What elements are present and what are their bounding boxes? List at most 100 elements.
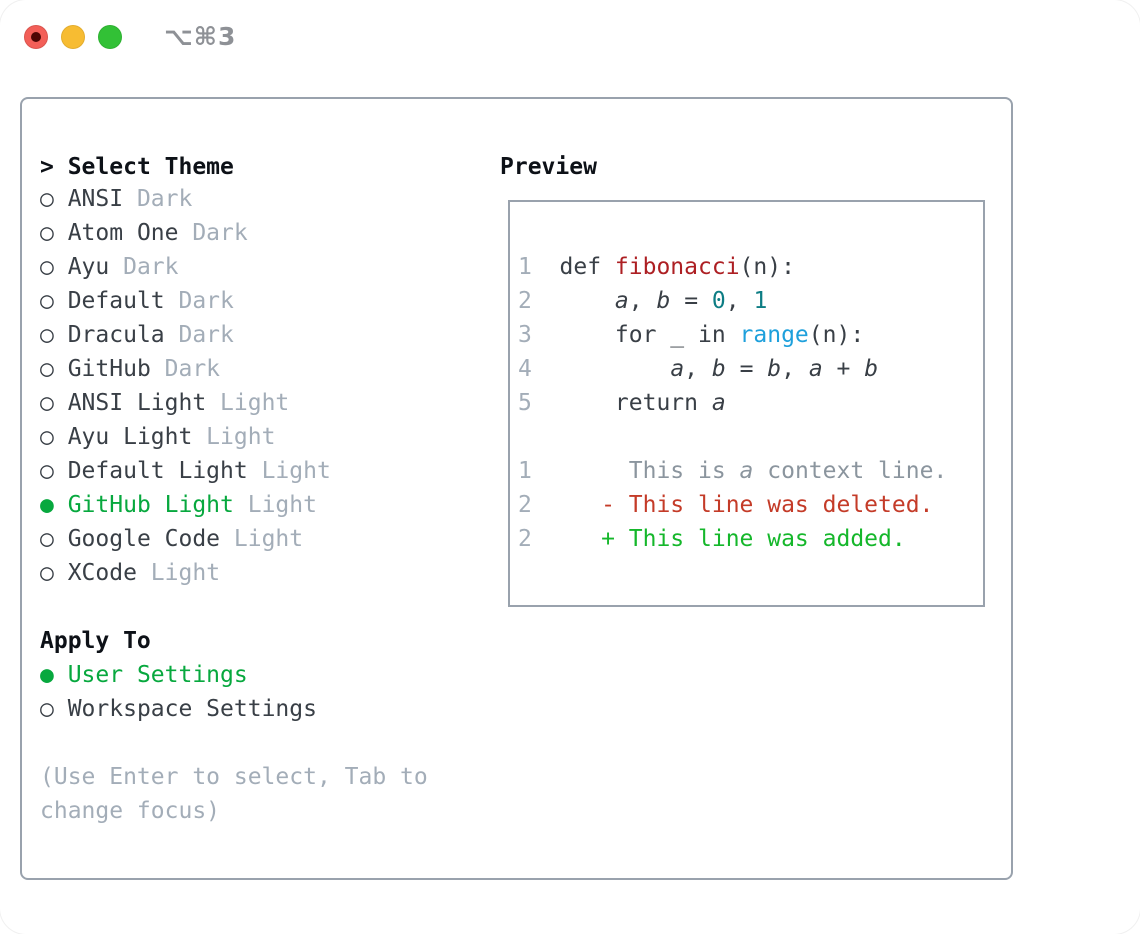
code-segment-code: , bbox=[684, 356, 712, 382]
radio-unselected-icon: ○ bbox=[40, 526, 68, 552]
radio-unselected-icon: ○ bbox=[40, 696, 68, 722]
apply-option-user-settings[interactable]: ● User Settings bbox=[40, 658, 317, 692]
code-segment-code: for _ in bbox=[559, 322, 740, 348]
select-theme-heading-label: Select Theme bbox=[53, 154, 234, 180]
theme-option-variant: Dark bbox=[109, 254, 179, 280]
theme-option-label: ANSI bbox=[67, 186, 124, 212]
theme-option-label: ANSI Light bbox=[67, 390, 207, 416]
zoom-button[interactable] bbox=[98, 25, 122, 49]
close-button[interactable] bbox=[24, 25, 48, 49]
code-segment-var: a bbox=[808, 356, 823, 382]
line-number: 2 bbox=[518, 288, 532, 314]
footer-hint: (Use Enter to select, Tab to change focu… bbox=[40, 764, 428, 824]
preview-line: 5 return a bbox=[518, 386, 975, 420]
code-segment-code: , bbox=[628, 288, 657, 314]
radio-unselected-icon: ○ bbox=[40, 322, 68, 348]
code-segment-builtin: range bbox=[739, 322, 809, 348]
theme-option-github-light[interactable]: ● GitHub Light Light bbox=[40, 488, 331, 522]
code-segment-var: a bbox=[670, 356, 685, 382]
theme-option-label: Default Light bbox=[67, 458, 248, 484]
theme-option-variant: Light bbox=[220, 526, 304, 552]
preview-line: 4 a, b = b, a + b bbox=[518, 352, 975, 386]
radio-unselected-icon: ○ bbox=[40, 186, 68, 212]
theme-option-xcode[interactable]: ○ XCode Light bbox=[40, 556, 331, 590]
preview-line bbox=[518, 420, 975, 454]
theme-option-label: Google Code bbox=[67, 526, 221, 552]
theme-option-label: Dracula bbox=[67, 322, 165, 348]
code-segment-code: = bbox=[725, 356, 768, 382]
theme-option-label: Default bbox=[67, 288, 165, 314]
theme-option-atom-one[interactable]: ○ Atom One Dark bbox=[40, 216, 331, 250]
theme-option-variant: Light bbox=[233, 492, 317, 518]
code-segment-num: 0 bbox=[711, 288, 726, 314]
radio-unselected-icon: ○ bbox=[40, 458, 68, 484]
theme-option-default-light[interactable]: ○ Default Light Light bbox=[40, 454, 331, 488]
radio-unselected-icon: ○ bbox=[40, 254, 68, 280]
code-segment-num: 1 bbox=[753, 288, 768, 314]
code-segment-code bbox=[560, 288, 615, 314]
preview-line: 1 This is a context line. bbox=[518, 454, 975, 488]
theme-option-google-code[interactable]: ○ Google Code Light bbox=[40, 522, 331, 556]
theme-option-label: GitHub Light bbox=[67, 492, 234, 518]
theme-option-variant: Light bbox=[206, 390, 290, 416]
code-segment-code: + bbox=[822, 356, 865, 382]
preview-heading: Preview bbox=[500, 154, 597, 180]
code-segment-var: b bbox=[767, 356, 782, 382]
preview-line: 2 a, b = 0, 1 bbox=[518, 284, 975, 318]
code-segment-code: (n): bbox=[739, 254, 795, 280]
theme-option-variant: Dark bbox=[164, 288, 234, 314]
code-segment-added: + This line was added. bbox=[559, 526, 906, 552]
theme-option-variant: Light bbox=[136, 560, 221, 586]
apply-to-heading: Apply To bbox=[40, 628, 151, 654]
close-dot-icon bbox=[31, 32, 41, 42]
theme-option-label: GitHub bbox=[67, 356, 151, 382]
code-segment-code: return bbox=[559, 390, 712, 416]
minimize-button[interactable] bbox=[61, 25, 85, 49]
line-number: 5 bbox=[518, 390, 532, 416]
theme-option-ansi[interactable]: ○ ANSI Dark bbox=[40, 182, 331, 216]
theme-list: ○ ANSI Dark○ Atom One Dark○ Ayu Dark○ De… bbox=[40, 182, 331, 590]
theme-option-variant: Light bbox=[247, 458, 331, 484]
preview-line: 2 - This line was deleted. bbox=[518, 488, 975, 522]
theme-option-variant: Dark bbox=[164, 322, 234, 348]
theme-option-ansi-light[interactable]: ○ ANSI Light Light bbox=[40, 386, 331, 420]
code-segment-var: b bbox=[711, 356, 726, 382]
line-number: 1 bbox=[518, 458, 532, 484]
preview-line: 3 for _ in range(n): bbox=[518, 318, 975, 352]
theme-option-variant: Light bbox=[192, 424, 276, 450]
window-shortcut-label: ⌥⌘3 bbox=[164, 22, 237, 51]
theme-option-default[interactable]: ○ Default Dark bbox=[40, 284, 331, 318]
apply-to-list: ● User Settings○ Workspace Settings bbox=[40, 658, 317, 726]
code-segment-context: context line. bbox=[753, 458, 948, 484]
code-segment-func: fibonacci bbox=[614, 254, 740, 280]
theme-option-variant: Dark bbox=[178, 220, 248, 246]
theme-option-github[interactable]: ○ GitHub Dark bbox=[40, 352, 331, 386]
radio-selected-icon: ● bbox=[40, 662, 68, 688]
code-segment-code: (n): bbox=[808, 322, 865, 348]
theme-option-label: Ayu Light bbox=[67, 424, 193, 450]
theme-option-label: XCode bbox=[67, 560, 137, 586]
radio-unselected-icon: ○ bbox=[40, 390, 68, 416]
select-theme-heading: > Select Theme bbox=[40, 150, 234, 184]
main-panel: > Select Theme ○ ANSI Dark○ Atom One Dar… bbox=[20, 97, 1013, 880]
line-number: 1 bbox=[518, 254, 532, 280]
code-segment-context: This is bbox=[559, 458, 740, 484]
window-titlebar: ⌥⌘3 bbox=[0, 0, 1140, 74]
theme-option-label: Atom One bbox=[67, 220, 179, 246]
radio-unselected-icon: ○ bbox=[40, 220, 68, 246]
focus-caret-icon: > bbox=[40, 154, 54, 180]
code-segment-code bbox=[560, 356, 671, 382]
radio-unselected-icon: ○ bbox=[40, 356, 68, 382]
code-segment-var: b bbox=[864, 356, 879, 382]
theme-option-ayu[interactable]: ○ Ayu Dark bbox=[40, 250, 331, 284]
apply-option-workspace-settings[interactable]: ○ Workspace Settings bbox=[40, 692, 317, 726]
code-segment-code: = bbox=[670, 288, 712, 314]
code-segment-var: a bbox=[711, 390, 726, 416]
theme-option-ayu-light[interactable]: ○ Ayu Light Light bbox=[40, 420, 331, 454]
theme-option-variant: Dark bbox=[150, 356, 221, 382]
theme-option-dracula[interactable]: ○ Dracula Dark bbox=[40, 318, 331, 352]
line-number: 2 bbox=[518, 492, 532, 518]
